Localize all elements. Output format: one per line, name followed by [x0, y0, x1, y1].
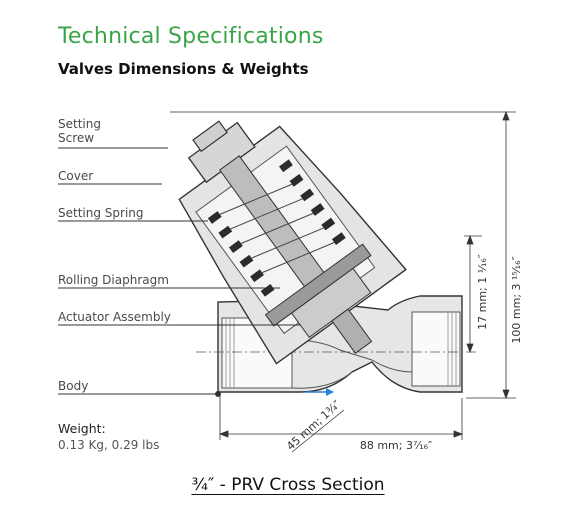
- dimension-total-height: 100 mm; 3 ¹⁵⁄₁₆″: [510, 256, 523, 343]
- flow-arrow: [306, 388, 334, 396]
- callout-setting-screw-line1: Setting: [58, 117, 101, 131]
- callout-actuator-assembly: Actuator Assembly: [58, 310, 171, 324]
- dimension-diagonal: 45 mm; 1³⁄₄″: [284, 398, 343, 453]
- weight-value: 0.13 Kg, 0.29 lbs: [58, 438, 160, 452]
- actuator-housing: [178, 120, 407, 365]
- diagram-caption: ¾″ - PRV Cross Section: [191, 475, 385, 495]
- diagram-caption-wrap: ¾″ - PRV Cross Section: [0, 475, 576, 495]
- weight-label: Weight:: [58, 421, 106, 436]
- callout-setting-spring: Setting Spring: [58, 206, 144, 220]
- dimension-partial-height: 17 mm; 1 ¹⁄₁₆″: [476, 254, 489, 330]
- page-subtitle: Valves Dimensions & Weights: [58, 60, 309, 78]
- callout-cover: Cover: [58, 169, 94, 183]
- dimension-length: 88 mm; 3⁷⁄₁₆″: [360, 439, 432, 452]
- callout-leaders: [58, 147, 300, 397]
- callout-body: Body: [58, 379, 89, 393]
- callout-setting-screw: Setting Screw: [58, 117, 101, 145]
- page-title: Technical Specifications: [58, 24, 324, 49]
- callout-rolling-diaphragm: Rolling Diaphragm: [58, 273, 169, 287]
- callout-setting-screw-line2: Screw: [58, 131, 95, 145]
- dimension-lines: [170, 110, 516, 453]
